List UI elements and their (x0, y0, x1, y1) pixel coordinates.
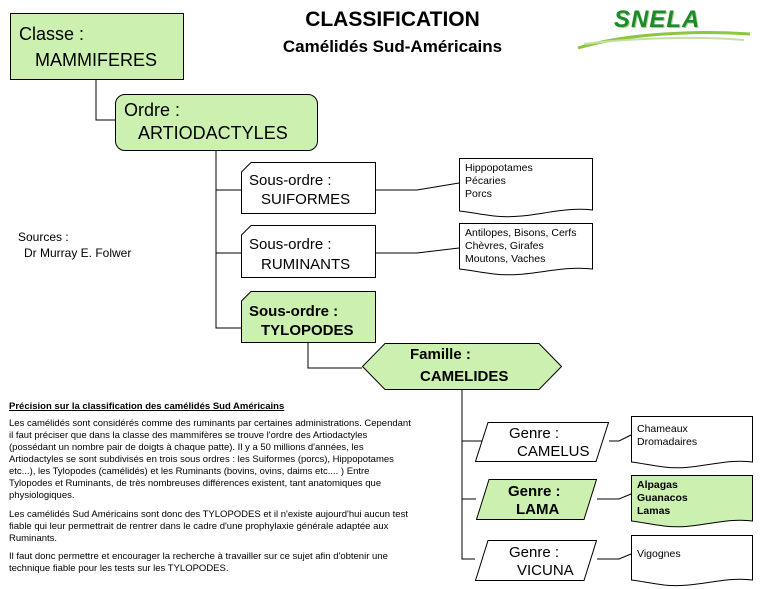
doc-line: Chameaux (637, 423, 688, 435)
doc-vicuna: Vigognes (631, 535, 753, 589)
node-ruminants: Sous-ordre : RUMINANTS (241, 225, 376, 278)
node-ordre-label: Ordre : (124, 100, 181, 120)
doc-line: Pécaries (465, 175, 506, 187)
connector-famille-trunk (461, 390, 475, 560)
sources-author: Dr Murray E. Folwer (24, 246, 132, 260)
sources-label: Sources : (18, 230, 69, 244)
diagram-title: CLASSIFICATION (305, 8, 480, 31)
connector-ordre-trunk (215, 145, 241, 329)
node-lama: Genre : LAMA (476, 479, 597, 520)
document-shape (459, 223, 593, 276)
node-ordre: Ordre : ARTIODACTYLES (115, 94, 318, 151)
doc-line: Alpagas (637, 479, 678, 491)
node-suiformes-value: SUIFORMES (261, 191, 351, 208)
node-classe-label: Classe : (19, 24, 85, 44)
logo-text: SNELA (614, 6, 701, 33)
doc-camelus: Chameaux Dromadaires (631, 416, 753, 471)
doc-line: Porcs (465, 188, 492, 200)
document-shape (631, 416, 753, 469)
card-shape (241, 291, 376, 343)
connector-tylopodes-famille (307, 343, 362, 369)
connector-lama-doc (597, 493, 632, 500)
node-vicuna-label: Genre : (509, 544, 560, 561)
node-camelus-value: CAMELUS (517, 443, 590, 460)
parallelogram-shape (475, 422, 609, 462)
doc-line: Hippopotames (465, 162, 533, 174)
node-camelus-label: Genre : (509, 425, 560, 442)
node-famille: Famille : CAMELIDES (362, 343, 562, 390)
doc-line: Vigognes (637, 548, 681, 560)
node-camelus: Genre : CAMELUS (475, 422, 609, 462)
document-shape (459, 158, 593, 218)
node-famille-label: Famille : (410, 346, 471, 363)
precision-paragraph: Les camélidés sont considérés comme des … (9, 418, 411, 501)
connector-vicuna-doc (597, 553, 632, 560)
diagram-subtitle: Camélidés Sud-Américains (282, 37, 503, 56)
doc-line: Guanacos (637, 492, 688, 504)
node-classe: Classe : MAMMIFERES (10, 13, 184, 80)
parallelogram-shape (476, 479, 597, 520)
document-shape (631, 535, 753, 587)
node-famille-value: CAMELIDES (420, 368, 509, 385)
node-tylopodes-label: Sous-ordre : (249, 303, 339, 320)
node-classe-value: MAMMIFERES (35, 50, 158, 70)
doc-line: Dromadaires (637, 436, 698, 448)
connector-classe-ordre (95, 80, 115, 121)
precision-paragraph: Il faut donc permettre et encourager la … (9, 551, 388, 574)
doc-line: Lamas (637, 505, 671, 517)
node-ruminants-value: RUMINANTS (261, 256, 351, 273)
doc-lama: Alpagas Guanacos Lamas (631, 475, 753, 530)
node-suiformes-label: Sous-ordre : (249, 172, 332, 189)
precision-title: Précision sur la classification des camé… (9, 401, 285, 412)
logo-swoosh-icon (577, 31, 751, 50)
node-lama-label: Genre : (508, 483, 561, 500)
card-shape (241, 162, 376, 214)
snela-logo: SNELA (574, 4, 754, 54)
node-vicuna: Genre : VICUNA (475, 540, 597, 581)
node-ruminants-label: Sous-ordre : (249, 236, 332, 253)
doc-line: Chèvres, Girafes (465, 240, 544, 252)
parallelogram-shape (475, 540, 597, 581)
hexagon-shape (362, 343, 562, 390)
card-shape (241, 225, 376, 278)
doc-line: Moutons, Vaches (465, 253, 546, 265)
node-lama-value: LAMA (516, 501, 560, 518)
node-vicuna-value: VICUNA (517, 562, 574, 579)
node-tylopodes-value: TYLOPODES (261, 322, 354, 339)
doc-suiformes: Hippopotames Pécaries Porcs (459, 158, 593, 220)
node-tylopodes: Sous-ordre : TYLOPODES (241, 291, 376, 343)
connector-suiformes-doc (376, 182, 460, 191)
doc-line: Antilopes, Bisons, Cerfs (465, 227, 577, 239)
document-shape (631, 475, 753, 528)
doc-ruminants: Antilopes, Bisons, Cerfs Chèvres, Girafe… (459, 223, 593, 278)
node-suiformes: Sous-ordre : SUIFORMES (241, 162, 376, 214)
node-ordre-value: ARTIODACTYLES (138, 123, 288, 143)
precision-paragraph: Les camélidés Sud Américains sont donc d… (9, 509, 408, 544)
connector-ruminants-doc (376, 247, 460, 254)
connector-camelus-doc (609, 434, 632, 442)
